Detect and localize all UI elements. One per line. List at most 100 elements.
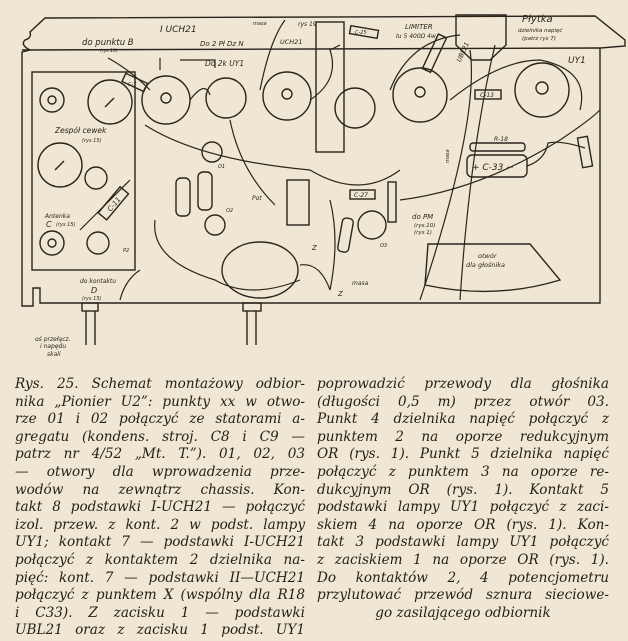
caption-line: połączyć z kontaktem 2 dzielnika na-: [15, 551, 305, 568]
caption-line: (długości 0,5 m) przez otwór 03.: [317, 393, 609, 410]
pot-shaft: [242, 302, 262, 345]
caption-line: takt 8 podstawki I-UCH21 — połączyć: [15, 499, 305, 516]
tube-socket-uch21-1: [141, 75, 191, 125]
label-antenna-c: C: [46, 220, 52, 229]
caption-line: wodów na zewnątrz chassis. Kon-: [15, 481, 305, 498]
label-to-point-b: do punktu B: [82, 38, 134, 48]
caption-line: go zasilającego odbiornik: [375, 604, 551, 621]
coil-assembly: [31, 71, 136, 271]
label-limiter: LIMITER: [405, 23, 433, 31]
label-c7: C-7: [128, 82, 137, 88]
caption-line: gregatu (kondens. stroj. C8 i C9 —: [15, 428, 305, 445]
label-shaft: oś przełącz.: [35, 336, 71, 343]
label-plytka-sub: dzielnika napięć: [518, 27, 563, 34]
label-p2: P2: [123, 248, 129, 254]
label-pot: Pot: [252, 195, 262, 202]
label-masa-bottom: masa: [352, 280, 369, 287]
caption-left-column: Rys. 25. Schemat montażowy odbior- nika …: [15, 376, 305, 640]
label-rys1: (rys 1): [414, 230, 432, 236]
tube-socket-uch21-2: [262, 71, 312, 121]
capacitor: [337, 217, 354, 253]
label-to-2pl: Do 2 Pł Dz N: [200, 40, 244, 48]
wires: [79, 19, 601, 301]
caption-line: poprowadzić przewody dla głośnika: [317, 376, 609, 392]
label-c13: C-13: [480, 92, 494, 99]
caption-line: izol. przew. z kont. 2 w podst. lampy: [15, 516, 305, 533]
speaker-opening: [424, 243, 562, 293]
caption-line: przylutować przewód sznura sieciowe-: [317, 587, 609, 604]
capacitor-c11: [97, 185, 130, 221]
caption-line: dukcyjnym OR (rys. 1). Kontakt 5: [317, 481, 609, 498]
label-coil-set: Zespół cewek: [54, 126, 107, 135]
label-tube2: UCH21: [280, 38, 302, 46]
label-contact-d: D: [91, 286, 97, 295]
label-rys15-d: (rys 15): [82, 296, 102, 302]
label-plytka-ref: (patrz rys 7): [522, 36, 556, 42]
label-rys15-ant: (rys 15): [56, 222, 76, 228]
grommet-o1: [201, 141, 223, 163]
caption-line: patrz nr 4/52 „Mt. T.”). 01, 02, 03: [15, 446, 305, 463]
label-tube1: I UCH21: [160, 25, 197, 35]
caption-line: rze 01 i 02 połączyć ze statorami a-: [15, 411, 305, 428]
caption-line: Rys. 25. Schemat montażowy odbior-: [15, 376, 305, 392]
caption-line: pięć: kont. 7 — podstawki II—UCH21: [15, 569, 305, 586]
terminal-strip: [387, 181, 397, 223]
label-c27: C-27: [354, 192, 368, 199]
wiring-diagram: I UCH21 masa rys 19 UCH21 do punktu B (r…: [21, 14, 626, 358]
chassis-fold-line: [21, 47, 601, 51]
limiter-bracket: [315, 21, 345, 153]
label-shaft3: skali: [47, 351, 61, 358]
label-rys15: (rys 15): [100, 48, 118, 54]
coil-trimmer: [87, 79, 133, 125]
tube-socket: [334, 87, 376, 129]
chassis-outline: [21, 15, 626, 307]
label-c25: C-25: [355, 30, 367, 36]
resistor-c25: [348, 24, 380, 40]
voltage-divider-plate: [455, 14, 507, 61]
coil-flower-icon: [39, 87, 65, 113]
label-o2: O2: [226, 208, 233, 214]
label-o1: O1: [218, 164, 225, 170]
label-to-contact-d: do kontaktu: [80, 278, 116, 285]
grommet-o2: [204, 214, 226, 236]
caption-line: — otwory dla wprowadzenia prze-: [15, 463, 305, 480]
caption-line: połączyć z punktem X (wspólny dla R18: [15, 587, 305, 604]
caption-line: UY1; kontakt 7 — podstawki I-UCH21: [15, 534, 305, 551]
caption-line: Punkt 4 dzielnika napięć połączyć z: [317, 411, 609, 428]
potentiometer: [221, 241, 299, 299]
label-c33: + C-33 −: [472, 163, 514, 173]
caption-line: punktem 2 na oporze redukcyjnym: [317, 428, 609, 445]
caption-line: podstawki lampy UY1 połączyć z zaci-: [317, 499, 609, 516]
capacitor-c13: [474, 89, 502, 100]
grommet-o3: [357, 210, 387, 240]
caption-line: z zaciskiem 1 na oporze OR (rys. 1).: [317, 551, 609, 568]
caption-line: i C33). Z zacisku 1 — podstawki: [15, 604, 305, 621]
label-uy1: UY1: [568, 56, 586, 66]
label-masa: masa: [253, 21, 267, 27]
label-opening: otwór: [478, 252, 498, 260]
label-masa-mid: masa: [445, 149, 451, 163]
terminal-3: [576, 135, 594, 169]
caption-line: UBL21 oraz z zacisku 1 podst. UY1: [15, 622, 305, 639]
label-shaft2: i napędu: [40, 343, 66, 350]
capacitor-c27: [349, 189, 376, 200]
label-z2: Z: [337, 290, 343, 298]
label-rys15-coil: (rys 15): [82, 138, 102, 144]
switch-shaft: [81, 302, 99, 345]
caption-line: nika „Pionier U2”: punkty xx w otwo-: [15, 393, 305, 410]
limiter-resistor: [421, 33, 448, 74]
caption-line: OR (rys. 1). Punkt 5 dzielnika napięć: [317, 446, 609, 463]
capacitor: [197, 171, 213, 211]
label-to-pm: do PM: [412, 213, 433, 221]
label-rys19: rys 19: [298, 21, 317, 28]
label-o3: O3: [380, 243, 387, 249]
coil-core: [84, 166, 108, 190]
tube-socket: [205, 77, 247, 119]
tube-socket-uy1: [514, 62, 570, 118]
coil-flower-icon: [39, 230, 65, 256]
label-antenna: Antenka: [44, 213, 70, 220]
label-z1: Z: [311, 244, 317, 252]
caption-line: połączyć z punktem 3 na oporze re-: [317, 463, 609, 480]
caption-right-column: poprowadzić przewody dla głośnika (długo…: [317, 376, 609, 622]
caption-line: Do kontaktów 2, 4 potencjometru: [317, 569, 609, 586]
